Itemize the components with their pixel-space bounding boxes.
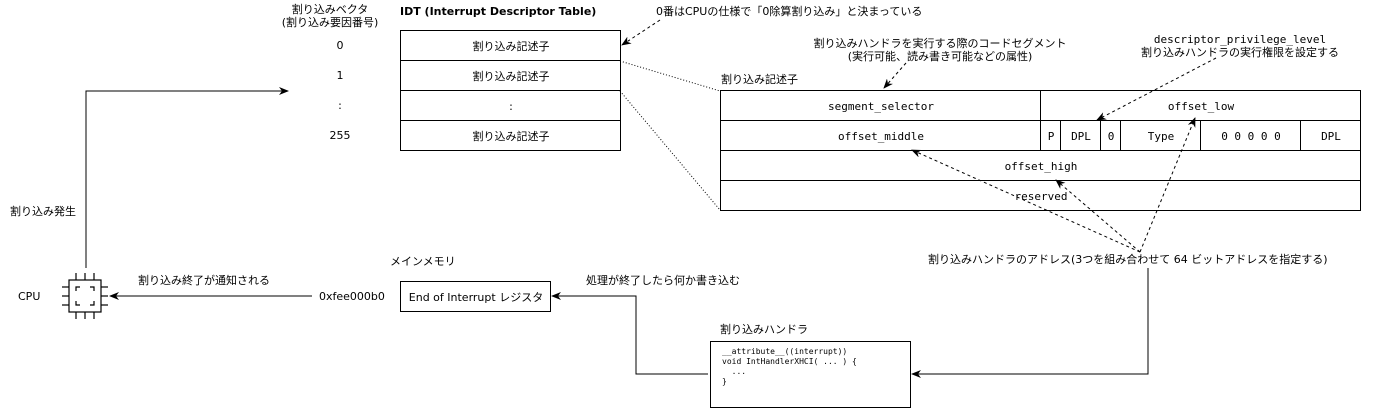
- vector-number-0: 0: [336, 39, 344, 52]
- vector-number-ellipsis: :: [338, 99, 342, 112]
- dpl-note-arrow: [1096, 57, 1217, 121]
- dpl-note-line2: 割り込みハンドラの実行権限を設定する: [1141, 46, 1339, 59]
- segment-note-line2: (実行可能、読み書き可能などの属性): [847, 50, 1033, 63]
- eoi-notified-label: 割り込み終了が通知される: [138, 274, 270, 287]
- descriptor-table-frame: [720, 90, 1361, 211]
- write-eoi-label: 処理が終了したら何か書き込む: [586, 274, 740, 287]
- idt-table-frame: [400, 30, 621, 151]
- handler-code: __attribute__((interrupt)) void IntHandl…: [722, 347, 857, 386]
- handler-title: 割り込みハンドラ: [720, 323, 808, 336]
- idt-entry-0: 割り込み記述子: [472, 40, 550, 53]
- handler-address-note: 割り込みハンドラのアドレス(3つを組み合わせて 64 ビットアドレスを指定する): [928, 253, 1328, 266]
- segment-note-line1: 割り込みハンドラを実行する際のコードセグメント: [813, 37, 1067, 50]
- vector-number-1: 1: [336, 69, 344, 82]
- vector-title-line1: 割り込みベクタ: [291, 3, 369, 16]
- expand-line-bottom: [619, 90, 721, 211]
- interrupt-occurs-label: 割り込み発生: [10, 205, 76, 218]
- idt-entry-ellipsis: :: [509, 99, 513, 113]
- field-dpl: DPL: [1071, 129, 1091, 143]
- dpl-note: descriptor_privilege_level 割り込みハンドラの実行権限…: [1110, 33, 1370, 59]
- idt-entry-255: 割り込み記述子: [472, 130, 550, 143]
- main-memory-label: メインメモリ: [390, 255, 456, 268]
- cpu-label: CPU: [18, 290, 41, 303]
- vector-number-255: 255: [329, 129, 351, 142]
- handler-box: [710, 341, 911, 408]
- address-low-arrow: [1139, 117, 1196, 253]
- idt-title: IDT (Interrupt Descriptor Table): [400, 5, 597, 18]
- field-zero-bits: 0 0 0 0 0: [1221, 129, 1281, 143]
- field-segment-selector: segment_selector: [828, 99, 934, 113]
- vector-title: 割り込みベクタ (割り込み要因番号): [280, 3, 380, 29]
- address-high-arrow: [1055, 179, 1141, 253]
- descriptor-title: 割り込み記述子: [721, 73, 798, 86]
- dpl-note-line1: descriptor_privilege_level: [1153, 33, 1327, 46]
- field-offset-high: offset_high: [1004, 159, 1078, 173]
- field-zero-bit: 0: [1107, 129, 1115, 143]
- zero-note-arrow: [621, 19, 661, 46]
- field-present: P: [1047, 129, 1055, 143]
- segment-note-arrow: [883, 62, 907, 89]
- write-eoi-arrow: [551, 292, 708, 375]
- eoi-register: End of Interrupt レジスタ: [408, 291, 544, 304]
- interrupt-occurs-arrow: [85, 87, 289, 268]
- field-offset-low: offset_low: [1167, 99, 1235, 113]
- field-offset-middle: offset_middle: [837, 129, 925, 143]
- vector-title-line2: (割り込み要因番号): [281, 16, 379, 29]
- field-reserved: reserved: [1014, 189, 1068, 203]
- eoi-register-box: [400, 281, 551, 312]
- eoi-address-label: 0xfee000b0: [319, 290, 385, 303]
- field-dpl-right: DPL: [1321, 129, 1341, 143]
- cpu-chip-icon: [62, 273, 108, 319]
- field-type: Type: [1147, 129, 1175, 143]
- idt-entry-1: 割り込み記述子: [472, 70, 550, 83]
- expand-line-top: [619, 60, 721, 92]
- zero-vector-note: 0番はCPUの仕様で「0除算割り込み」と決まっている: [656, 5, 923, 18]
- address-to-handler-arrow: [911, 268, 1149, 378]
- segment-note: 割り込みハンドラを実行する際のコードセグメント (実行可能、読み書き可能などの属…: [780, 37, 1100, 63]
